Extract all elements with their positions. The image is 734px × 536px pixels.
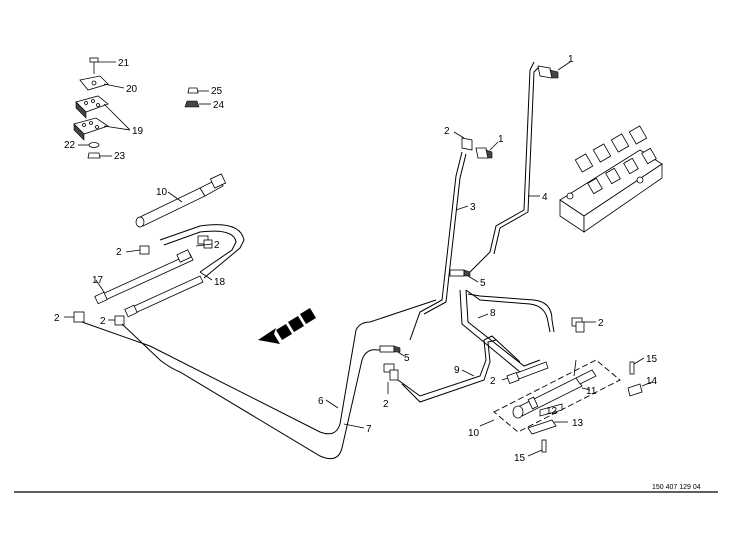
fitting-2-top	[461, 137, 473, 151]
callout-17: 17	[92, 275, 104, 286]
callout-2-mid: 2	[383, 399, 389, 410]
bolt-21	[89, 57, 99, 74]
callout-15-lower: 15	[514, 453, 526, 464]
clip-15-lower	[541, 439, 547, 453]
pin-12	[539, 403, 563, 417]
callout-2-lower: 2	[490, 376, 496, 387]
fitting-5-upper	[449, 269, 471, 277]
callout-14: 14	[646, 376, 658, 387]
callout-5-upper: 5	[480, 278, 486, 289]
nut-24	[184, 100, 200, 108]
clamp-block-upper	[75, 95, 109, 119]
plate-20	[79, 75, 109, 91]
fitting-2-elbow-mid	[383, 363, 399, 381]
callout-20: 20	[126, 84, 138, 95]
callout-7: 7	[366, 424, 372, 435]
callout-2-far-left: 2	[54, 313, 60, 324]
document-number: 150 407 129 04	[652, 484, 701, 491]
fitting-2-left	[139, 245, 150, 255]
fitting-2-elbow	[197, 235, 213, 249]
pipe-6	[81, 299, 437, 435]
pipe-8	[459, 289, 541, 373]
pipe-loop-18	[159, 224, 245, 279]
callout-9: 9	[454, 365, 460, 376]
fitting-1-mid	[475, 147, 493, 159]
callout-2-right: 2	[598, 318, 604, 329]
callout-1-mid: 1	[498, 134, 504, 145]
pipe-3	[409, 151, 463, 341]
hydraulic-cylinder-11	[512, 369, 597, 419]
callout-2-near-left: 2	[100, 316, 106, 327]
hydraulic-cylinder-10	[135, 173, 227, 228]
pipe-4	[469, 61, 535, 273]
fitting-1-top-right	[537, 65, 559, 79]
nut-23	[87, 152, 101, 159]
hose-18	[124, 275, 204, 318]
callout-1-top: 1	[568, 54, 574, 65]
callout-10-right: 10	[468, 428, 480, 439]
callout-18: 18	[214, 277, 226, 288]
hose-17	[94, 249, 194, 305]
hose-fitting-9	[506, 361, 549, 384]
callout-2-top: 2	[444, 126, 450, 137]
clip-15-upper	[629, 361, 635, 375]
callout-24: 24	[213, 100, 225, 111]
callout-25: 25	[211, 86, 223, 97]
callout-6: 6	[318, 396, 324, 407]
pipe-7	[121, 323, 401, 460]
callout-2-hose-left: 2	[116, 247, 122, 258]
callout-2-hose-right: 2	[214, 240, 220, 251]
pin-13	[527, 419, 557, 435]
callout-4: 4	[542, 192, 548, 203]
pin-14	[627, 383, 643, 397]
callout-3: 3	[470, 202, 476, 213]
pipe-9	[397, 335, 521, 397]
callout-21: 21	[118, 58, 130, 69]
washer-22	[88, 142, 100, 148]
callout-12: 12	[546, 406, 558, 417]
dashed-assembly-box	[493, 359, 621, 433]
travel-direction-arrow-icon	[258, 308, 316, 344]
callout-10-left: 10	[156, 187, 168, 198]
callout-19: 19	[132, 126, 144, 137]
fitting-2-near-left	[114, 315, 125, 326]
fitting-2-right	[571, 317, 585, 333]
callout-11: 11	[586, 386, 597, 397]
callout-13: 13	[572, 418, 584, 429]
control-valve-block	[559, 125, 663, 233]
callout-5-lower: 5	[404, 353, 410, 364]
fitting-5-lower	[379, 345, 401, 353]
fitting-2-far-left	[73, 311, 85, 323]
callout-23: 23	[114, 151, 126, 162]
nut-25	[187, 87, 199, 94]
callout-15-upper: 15	[646, 354, 658, 365]
callout-22: 22	[64, 140, 76, 151]
clamp-block-lower	[73, 117, 109, 141]
callout-8: 8	[490, 308, 496, 319]
